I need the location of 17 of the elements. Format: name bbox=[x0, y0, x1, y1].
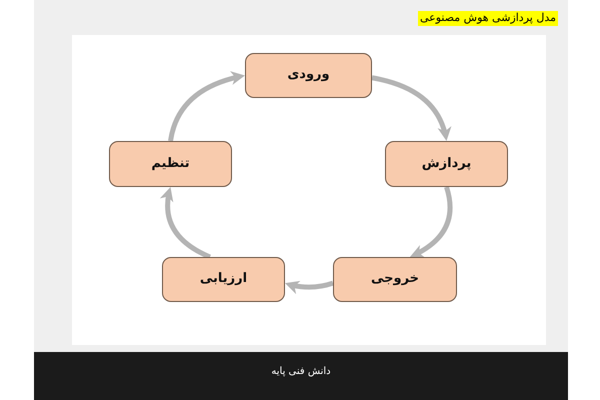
step-label: تنظیم bbox=[151, 156, 190, 172]
process-box bbox=[162, 257, 285, 302]
cycle-arrow bbox=[372, 75, 451, 142]
cycle-arrow bbox=[408, 186, 452, 260]
process-box bbox=[245, 53, 372, 98]
step-label: ارزیابی bbox=[200, 271, 248, 288]
step-label: ورودی bbox=[287, 67, 330, 84]
process-box bbox=[385, 141, 508, 187]
cycle-arrow bbox=[168, 72, 246, 142]
step-label: پردازش bbox=[422, 156, 472, 172]
diagram-title: مدل پردازشی هوش مصنوعی bbox=[418, 11, 558, 26]
cycle-arrow bbox=[284, 280, 334, 294]
footer-text: دانش فنی پایه bbox=[271, 366, 331, 377]
process-box bbox=[333, 257, 457, 302]
step-label: خروجی bbox=[370, 271, 420, 288]
cycle-arrow bbox=[160, 186, 212, 260]
process-box bbox=[109, 141, 232, 187]
